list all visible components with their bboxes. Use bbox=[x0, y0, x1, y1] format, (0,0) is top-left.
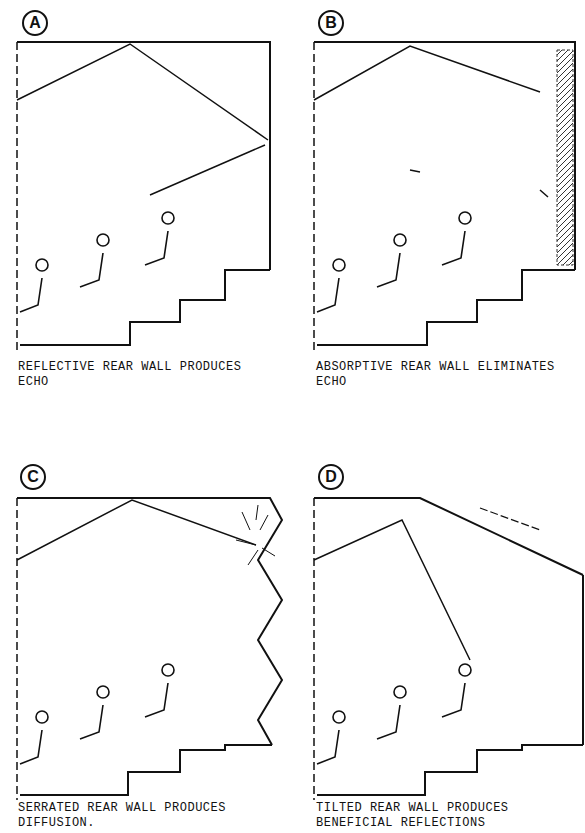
panel-letter-text: C bbox=[27, 468, 39, 486]
panel-letter-text: A bbox=[29, 14, 41, 32]
panel-caption: SERRATED REAR WALL PRODUCES DIFFUSION. bbox=[18, 801, 268, 831]
panel-letter: C bbox=[20, 464, 46, 490]
panel-letter-text: B bbox=[325, 14, 337, 32]
panel-letter: A bbox=[22, 10, 48, 36]
panel-letter-text: D bbox=[325, 468, 337, 486]
panel-caption: TILTED REAR WALL PRODUCES BENEFICIAL REF… bbox=[316, 801, 566, 831]
panel-letter: D bbox=[318, 464, 344, 490]
panel-letter: B bbox=[318, 10, 344, 36]
panel-caption: REFLECTIVE REAR WALL PRODUCES ECHO bbox=[18, 360, 268, 390]
panel-caption: ABSORPTIVE REAR WALL ELIMINATES ECHO bbox=[316, 360, 566, 390]
